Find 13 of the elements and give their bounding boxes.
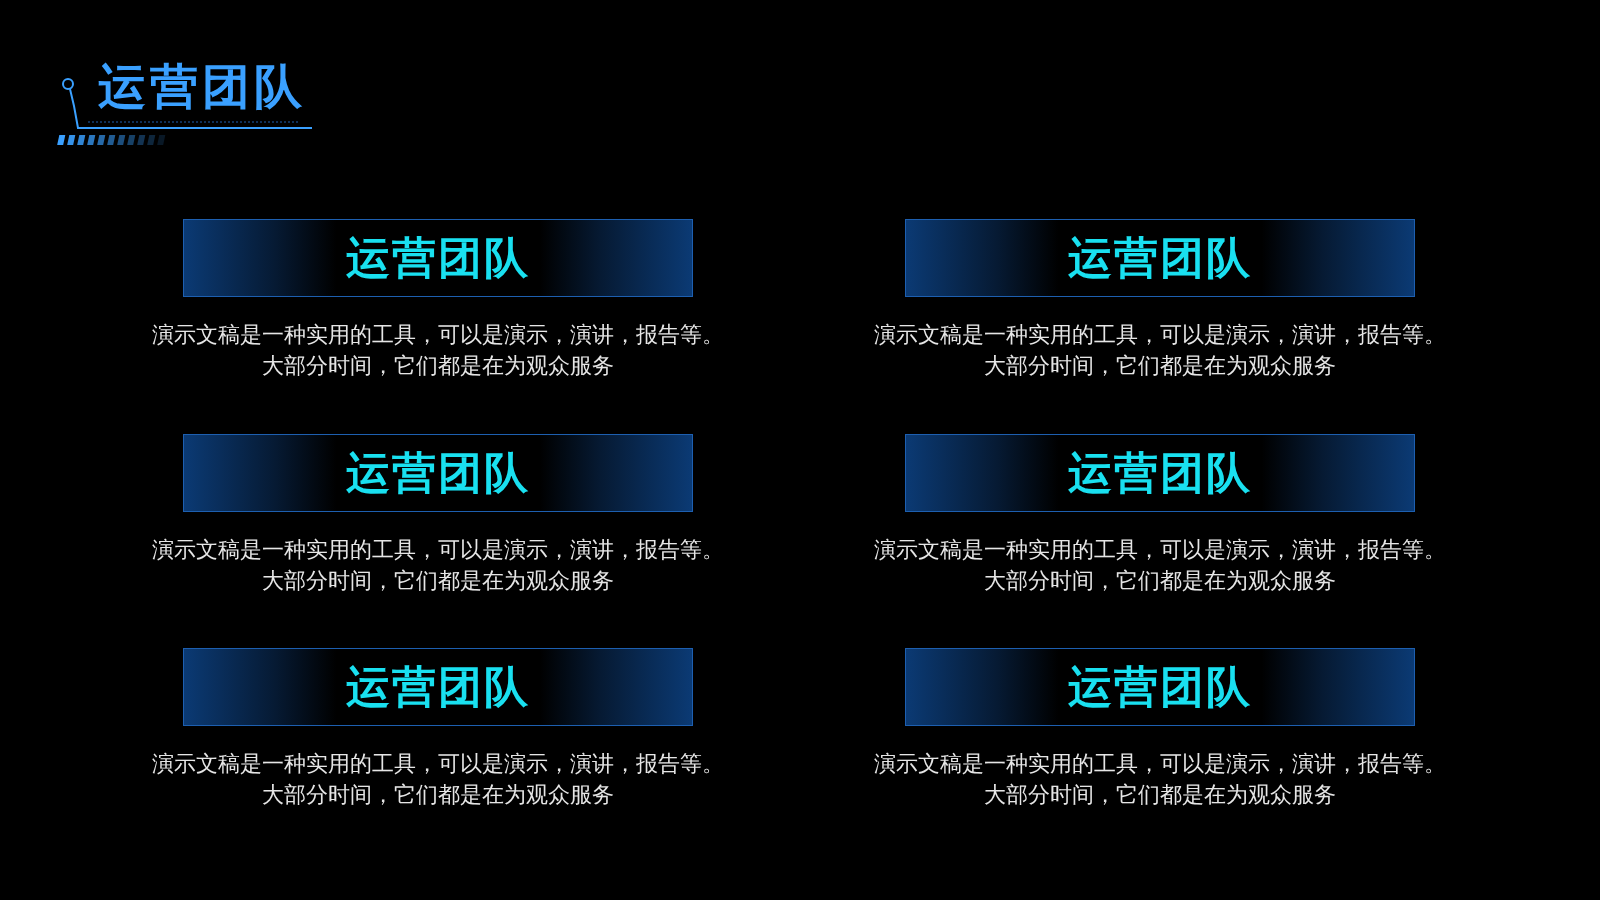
description-text: 演示文稿是一种实用的工具，可以是演示，演讲，报告等。大部分时间，它们都是在为观众服务 [873,321,1447,380]
description-text: 演示文稿是一种实用的工具，可以是演示，演讲，报告等。大部分时间，它们都是在为观众服务 [151,321,725,380]
description-text: 演示文稿是一种实用的工具，可以是演示，演讲，报告等。大部分时间，它们都是在为观众服务 [151,750,725,809]
description-text: 演示文稿是一种实用的工具，可以是演示，演讲，报告等。大部分时间，它们都是在为观众服务 [151,536,725,595]
description-text: 演示文稿是一种实用的工具，可以是演示，演讲，报告等。大部分时间，它们都是在为观众服务 [873,750,1447,809]
title-banner: 运营团队 [183,434,693,512]
description-text: 演示文稿是一种实用的工具，可以是演示，演讲，报告等。大部分时间，它们都是在为观众服务 [873,536,1447,595]
title-banner: 运营团队 [905,434,1415,512]
title-banner: 运营团队 [183,648,693,726]
title-banner: 运营团队 [905,219,1415,297]
title-banner: 运营团队 [183,219,693,297]
slide-title: 运营团队 [98,58,306,116]
title-banner: 运营团队 [905,648,1415,726]
